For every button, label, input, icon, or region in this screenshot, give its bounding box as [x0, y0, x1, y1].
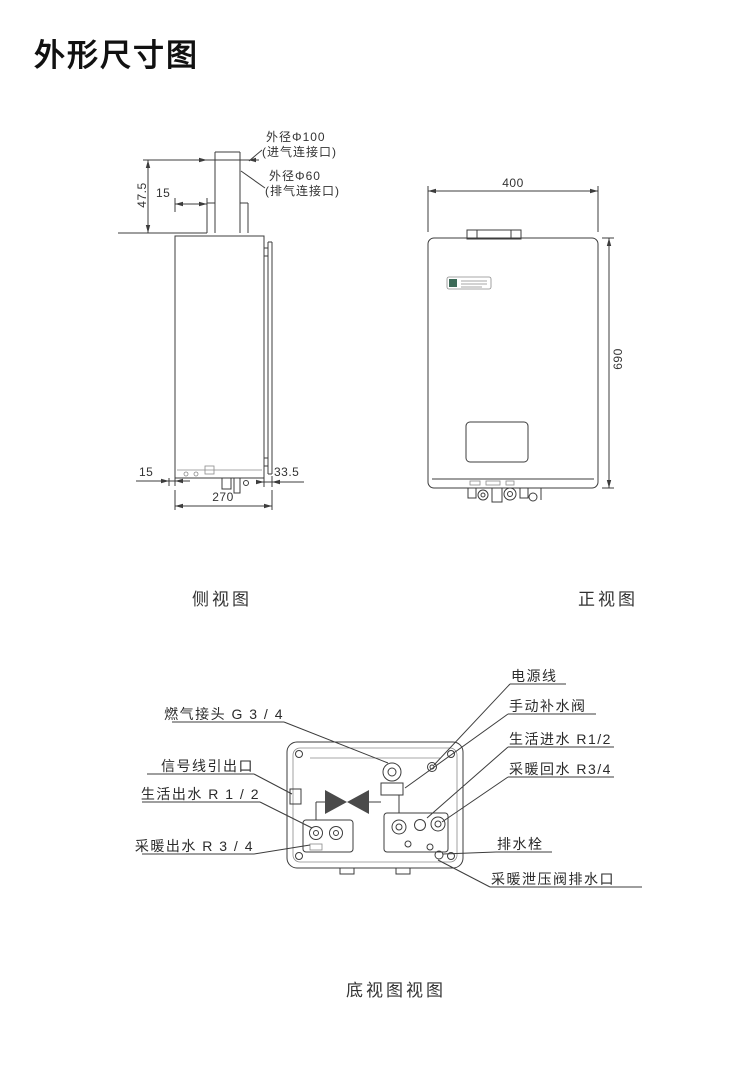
front-view-caption: 正视图: [578, 590, 638, 609]
side-view-drawing: [118, 149, 304, 510]
dim-15-top-label: 15: [156, 186, 171, 200]
callout-drain-plug: 排水栓: [497, 836, 544, 852]
callout-manual-refill-valve: 手动补水阀: [509, 698, 587, 714]
callout-power-cord: 电源线: [511, 668, 558, 684]
bottom-view-caption: 底视图视图: [346, 981, 446, 1000]
brand-logo: [446, 276, 492, 290]
side-view-caption: 侧视图: [192, 590, 252, 609]
flue-inner-dim-sub: (排气连接口): [265, 184, 340, 198]
callout-gas-connector: 燃气接头 G 3 / 4: [164, 706, 284, 722]
page-title: 外形尺寸图: [34, 38, 199, 73]
bottom-view-drawing: [286, 741, 464, 875]
dim-400-label: 400: [502, 176, 524, 190]
dim-690-label: 690: [611, 348, 625, 370]
flue-outer-dim-sub: (进气连接口): [262, 145, 337, 159]
callout-heating-outlet: 采暖出水 R 3 / 4: [134, 838, 254, 854]
callout-dhw-outlet: 生活出水 R 1 / 2: [140, 786, 260, 802]
dim-47-5-label: 47.5: [135, 182, 149, 208]
flue-outer-dim-label: 外径Φ100: [266, 130, 326, 144]
dim-270-label: 270: [212, 490, 234, 504]
flue-inner-dim-label: 外径Φ60: [269, 169, 321, 183]
callout-signal-wire-outlet: 信号线引出口: [161, 758, 254, 774]
dim-33-5-label: 33.5: [274, 465, 300, 479]
callout-leaders: [142, 683, 642, 888]
dim-15-bottom-label: 15: [139, 465, 154, 479]
callout-heating-return: 采暖回水 R3/4: [509, 761, 612, 777]
front-view-drawing: [427, 186, 614, 503]
callout-dhw-inlet: 生活进水 R1/2: [509, 731, 612, 747]
callout-relief-valve-drain: 采暖泄压阀排水口: [491, 871, 615, 887]
